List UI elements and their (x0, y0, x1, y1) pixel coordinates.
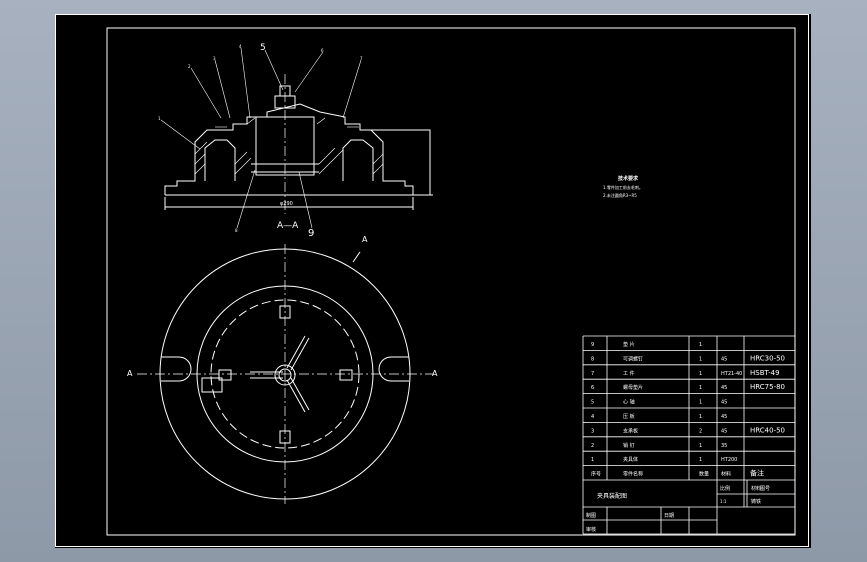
table-cell-material: 45 (721, 356, 727, 362)
table-cell-no: 序号 (591, 471, 601, 478)
cut-label-top: A (362, 235, 368, 244)
table-cell-qty: 1 (699, 443, 702, 449)
drawing-title: 夹具装配图 (597, 492, 627, 500)
balloon-8: 8 (235, 228, 238, 233)
table-cell-note: HRC30-50 (750, 354, 785, 362)
table-cell-name: 压 板 (623, 413, 635, 420)
table-cell-qty: 1 (699, 400, 702, 406)
pin-block (201, 377, 223, 393)
material-label: 材料 (751, 485, 761, 492)
table-cell-name: 支承板 (623, 427, 638, 434)
hub-inner (278, 368, 292, 382)
table-cell-name: 工 件 (623, 370, 635, 377)
table-cell-no: 7 (591, 371, 594, 377)
table-cell-qty: 1 (699, 457, 702, 463)
table-cell-note: 备注 (750, 469, 764, 478)
table-cell-material: HT21-40 (721, 371, 742, 377)
table-cell-qty: 1 (699, 342, 702, 348)
cut-label-right: A (432, 369, 438, 378)
balloon-2: 2 (188, 64, 191, 69)
technical-requirements: 技术要求 1.零件加工前去毛刺。 2.未注圆角R3~R5 (603, 175, 643, 198)
balloon-7: 7 (360, 56, 363, 61)
table-cell-name: 心 轴 (623, 399, 635, 406)
table-cell-qty: 数量 (699, 471, 709, 478)
fixture-body-outline (164, 103, 414, 196)
table-cell-no: 3 (591, 428, 594, 434)
table-cell-material: 45 (721, 385, 727, 391)
right-ear (378, 356, 409, 382)
ratio-label: 比例 (720, 485, 730, 492)
left-ear (161, 356, 192, 382)
section-view: φ290 1 2 3 4 5 6 7 8 9 A—A (158, 43, 433, 239)
balloon-4: 4 (239, 44, 242, 49)
date-label: 日期 (664, 513, 674, 519)
table-cell-material: 45 (721, 428, 727, 434)
drawing-no-label: 图号 (760, 486, 770, 492)
width-dim-text: φ290 (280, 201, 293, 207)
balloon-1: 1 (158, 116, 161, 121)
table-cell-no: 9 (591, 342, 594, 348)
section-title: A—A (277, 221, 299, 231)
checked-label: 审核 (586, 526, 596, 533)
table-cell-qty: 1 (699, 356, 702, 362)
table-cell-material: 45 (721, 414, 727, 420)
height-dim-line (360, 129, 431, 195)
table-cell-no: 5 (591, 400, 594, 406)
balloon-9: 9 (308, 228, 314, 239)
table-cell-material: 45 (721, 400, 727, 406)
table-cell-qty: 1 (699, 371, 702, 377)
drawn-label: 制图 (586, 512, 596, 519)
table-cell-no: 1 (591, 457, 594, 463)
tech-req-title: 技术要求 (618, 175, 639, 182)
table-cell-name: 垫 片 (623, 341, 635, 348)
table-cell-name: 螺母垫片 (623, 384, 643, 391)
tech-req-item-1: 1.零件加工前去毛刺。 (603, 184, 643, 190)
drawing-canvas: φ290 1 2 3 4 5 6 7 8 9 A—A (55, 14, 809, 547)
cad-viewport[interactable]: φ290 1 2 3 4 5 6 7 8 9 A—A (55, 14, 811, 548)
table-cell-qty: 2 (699, 428, 702, 434)
table-cell-name: 零件名称 (623, 471, 643, 478)
table-cell-material: HT200 (721, 457, 737, 463)
table-cell-no: 4 (591, 414, 594, 420)
ratio-value: 1:1 (720, 499, 727, 504)
table-cell-note: HRC75-80 (750, 383, 785, 391)
right-cavity (342, 139, 374, 181)
table-cell-note: HSBT-49 (750, 369, 780, 377)
tech-req-item-2: 2.未注圆角R3~R5 (603, 192, 637, 198)
sheet-inner-border (106, 27, 796, 536)
table-cell-note: HRC40-50 (750, 426, 785, 434)
table-cell-name: 夹具体 (623, 456, 638, 463)
table-cell-qty: 1 (699, 414, 702, 420)
sheet-outer-border (55, 14, 809, 547)
table-cell-qty: 1 (699, 385, 702, 391)
table-cell-no: 2 (591, 443, 594, 449)
left-cavity (204, 139, 236, 181)
table-cell-no: 8 (591, 356, 594, 362)
balloon-5: 5 (260, 43, 266, 53)
balloon-6: 6 (321, 48, 324, 53)
material-value: 铸铁 (751, 498, 761, 505)
table-cell-material: 35 (721, 443, 727, 449)
table-cell-material: 材料 (721, 471, 731, 478)
balloon-3: 3 (213, 56, 216, 61)
table-cell-no: 6 (591, 385, 594, 391)
table-cell-name: 可调螺钉 (623, 355, 643, 362)
cut-label-left: A (127, 369, 133, 378)
plan-view: A A A (127, 235, 438, 504)
table-cell-name: 销 钉 (623, 442, 635, 449)
